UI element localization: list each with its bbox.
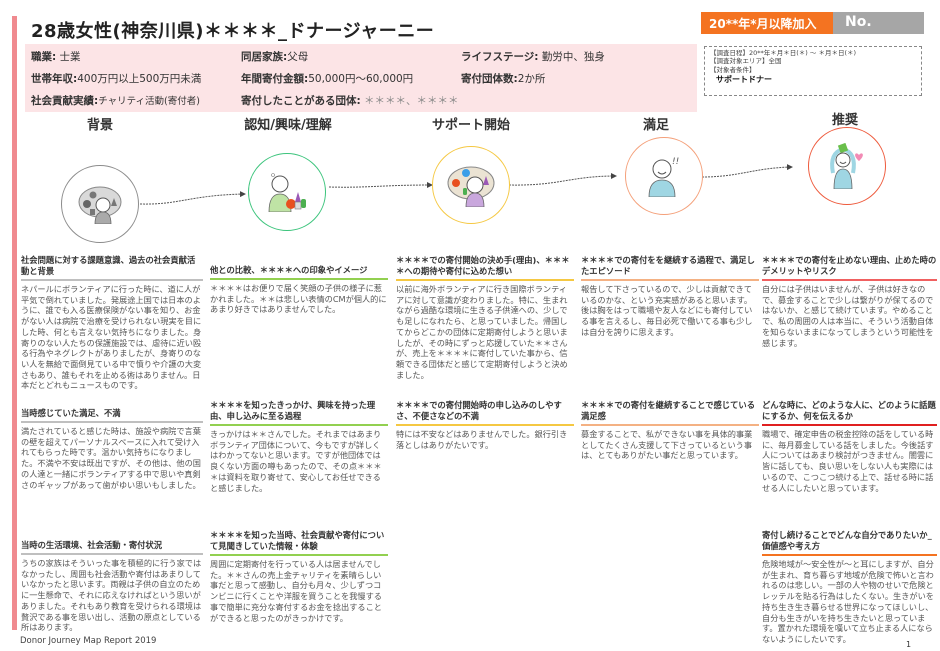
section-awareness-3: ＊＊＊＊を知った当時、社会貢献や寄付について見聞きしていた情報・体験 周囲に定期… — [210, 530, 388, 623]
person-thinking-cloud-yellow-icon — [447, 166, 495, 207]
household-income: 世帯年収:400万円以上500万円未満 — [31, 73, 202, 85]
report-footer: Donor Journey Map Report 2019 — [20, 636, 157, 646]
join-period-badge: 20**年*月以降加入 — [701, 12, 833, 34]
person-with-shapes-green-icon — [268, 173, 306, 212]
stage-label-recommend: 推奨 — [831, 113, 859, 128]
stage-circle-background — [61, 165, 139, 243]
occupation: 職業: 士業 — [31, 51, 81, 63]
survey-area: 【調査対象エリア】全国 — [710, 57, 782, 66]
section-satisfaction-2: ＊＊＊＊での寄付を継続することで感じている満足感 募金することで、私ができない事… — [581, 400, 759, 461]
survey-target: サポートドナー — [716, 74, 772, 84]
survey-period: 【調査日程】20**年＊月＊日(＊) 〜 ＊月＊日(＊) — [710, 49, 857, 57]
stage-label-awareness: 認知/興味/理解 — [244, 118, 332, 133]
page-title: 28歳女性(神奈川県)＊＊＊＊_ドナージャーニー — [31, 21, 435, 42]
household: 同居家族:父母 — [241, 51, 309, 63]
journey-connectors — [139, 164, 793, 205]
section-background-3: 当時の生活環境、社会活動・寄付状況 うちの家族はそういった事を積極的に行う家では… — [21, 540, 203, 633]
stage-label-background: 背景 — [86, 118, 114, 133]
profile-panel: 職業: 士業 同居家族:父母 ライフステージ: 勤労中、独身 世帯年収:400万… — [25, 44, 697, 112]
section-recommend-3: 寄付し続けることでどんな自分でありたいか_価値感や考え方 危険地域が〜安全性が〜… — [762, 530, 937, 645]
section-recommend-1: ＊＊＊＊での寄付を止めない理由、止めた時のデメリットやリスク 自分には子供はいま… — [762, 255, 937, 348]
accent-bar — [12, 16, 17, 630]
social-contribution: 社会貢献実績:チャリティ活動(寄付者) — [31, 95, 200, 107]
section-awareness-2: ＊＊＊＊を知ったきっかけ、興味を持った理由、申し込みに至る過程 きっかけは＊＊さ… — [210, 400, 388, 493]
section-support-2: ＊＊＊＊での寄付開始時の申し込みのしやすさ、不便さなどの不満 特には不安などはあ… — [396, 400, 574, 450]
stage-circle-support-start — [432, 146, 510, 224]
stage-label-satisfaction: 満足 — [642, 118, 670, 133]
stage-circle-satisfaction: !! — [625, 137, 703, 215]
section-support-1: ＊＊＊＊での寄付開始の決め手(理由)、＊＊＊＊への期待や寄付に込めた想い 以前に… — [396, 255, 574, 380]
org-count: 寄付団体数:2か所 — [461, 73, 546, 85]
survey-condition: 【対象者条件】 — [710, 65, 756, 74]
page-number: 1 — [906, 640, 912, 649]
section-satisfaction-1: ＊＊＊＊での寄付をを継続する過程で、満足したエピソード 報告して下さっているので… — [581, 255, 759, 338]
donated-orgs: 寄付したことがある団体: ＊＊＊＊、＊＊＊＊ — [241, 95, 459, 107]
stage-circle-recommend — [808, 127, 886, 205]
person-heart-recommend-icon — [830, 143, 863, 189]
person-smiling-exclaim-icon: !! — [648, 157, 679, 197]
section-recommend-2: どんな時に、どのような人に、どのように話題にするか、何を伝えるか 職場で、確定申… — [762, 400, 937, 493]
section-background-2: 当時感じていた満足、不満 満たされていると感じた時は、施設や病院で言葉の壁を超え… — [21, 408, 203, 490]
stage-label-support-start: サポート開始 — [431, 118, 511, 133]
person-thinking-gray-icon — [78, 186, 122, 224]
survey-info-box: 【調査日程】20**年＊月＊日(＊) 〜 ＊月＊日(＊) 【調査対象エリア】全国… — [704, 46, 922, 96]
section-background-1: 社会問題に対する課題意識、過去の社会貢献活動と背景 ネパールにボランティアに行っ… — [21, 255, 203, 391]
number-badge: No. — [833, 12, 924, 34]
svg-text:!!: !! — [672, 157, 679, 167]
annual-donation: 年間寄付金額:50,000円〜60,000円 — [241, 73, 414, 85]
section-awareness-1: 他との比較、＊＊＊＊への印象やイメージ ＊＊＊＊はお便りで届く笑顔の子供の様子に… — [210, 265, 388, 315]
stage-circle-awareness — [248, 153, 326, 231]
life-stage: ライフステージ: 勤労中、独身 — [461, 51, 605, 63]
